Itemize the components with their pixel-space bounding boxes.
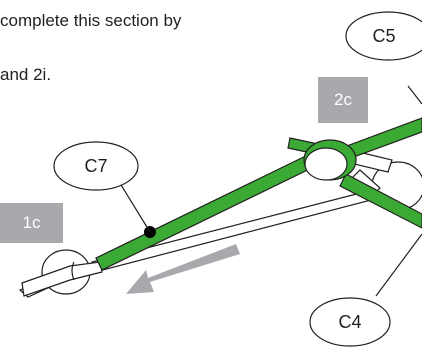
callout-c5: C5 bbox=[345, 11, 422, 105]
callout-c4: C4 bbox=[309, 233, 422, 347]
instruction-text-line-2: and 2i. bbox=[0, 65, 52, 84]
callout-c4-label: C4 bbox=[338, 312, 361, 332]
callout-c5-label: C5 bbox=[372, 26, 395, 46]
callout-c7: C7 bbox=[53, 141, 151, 233]
step-label-1c: 1c bbox=[0, 203, 63, 243]
direction-arrow bbox=[126, 244, 240, 294]
central-hub bbox=[303, 139, 357, 181]
step-label-2c: 2c bbox=[318, 77, 368, 123]
left-hinge bbox=[18, 249, 103, 298]
callout-c7-label: C7 bbox=[84, 156, 107, 176]
instruction-text-line-1: complete this section by bbox=[0, 11, 182, 30]
